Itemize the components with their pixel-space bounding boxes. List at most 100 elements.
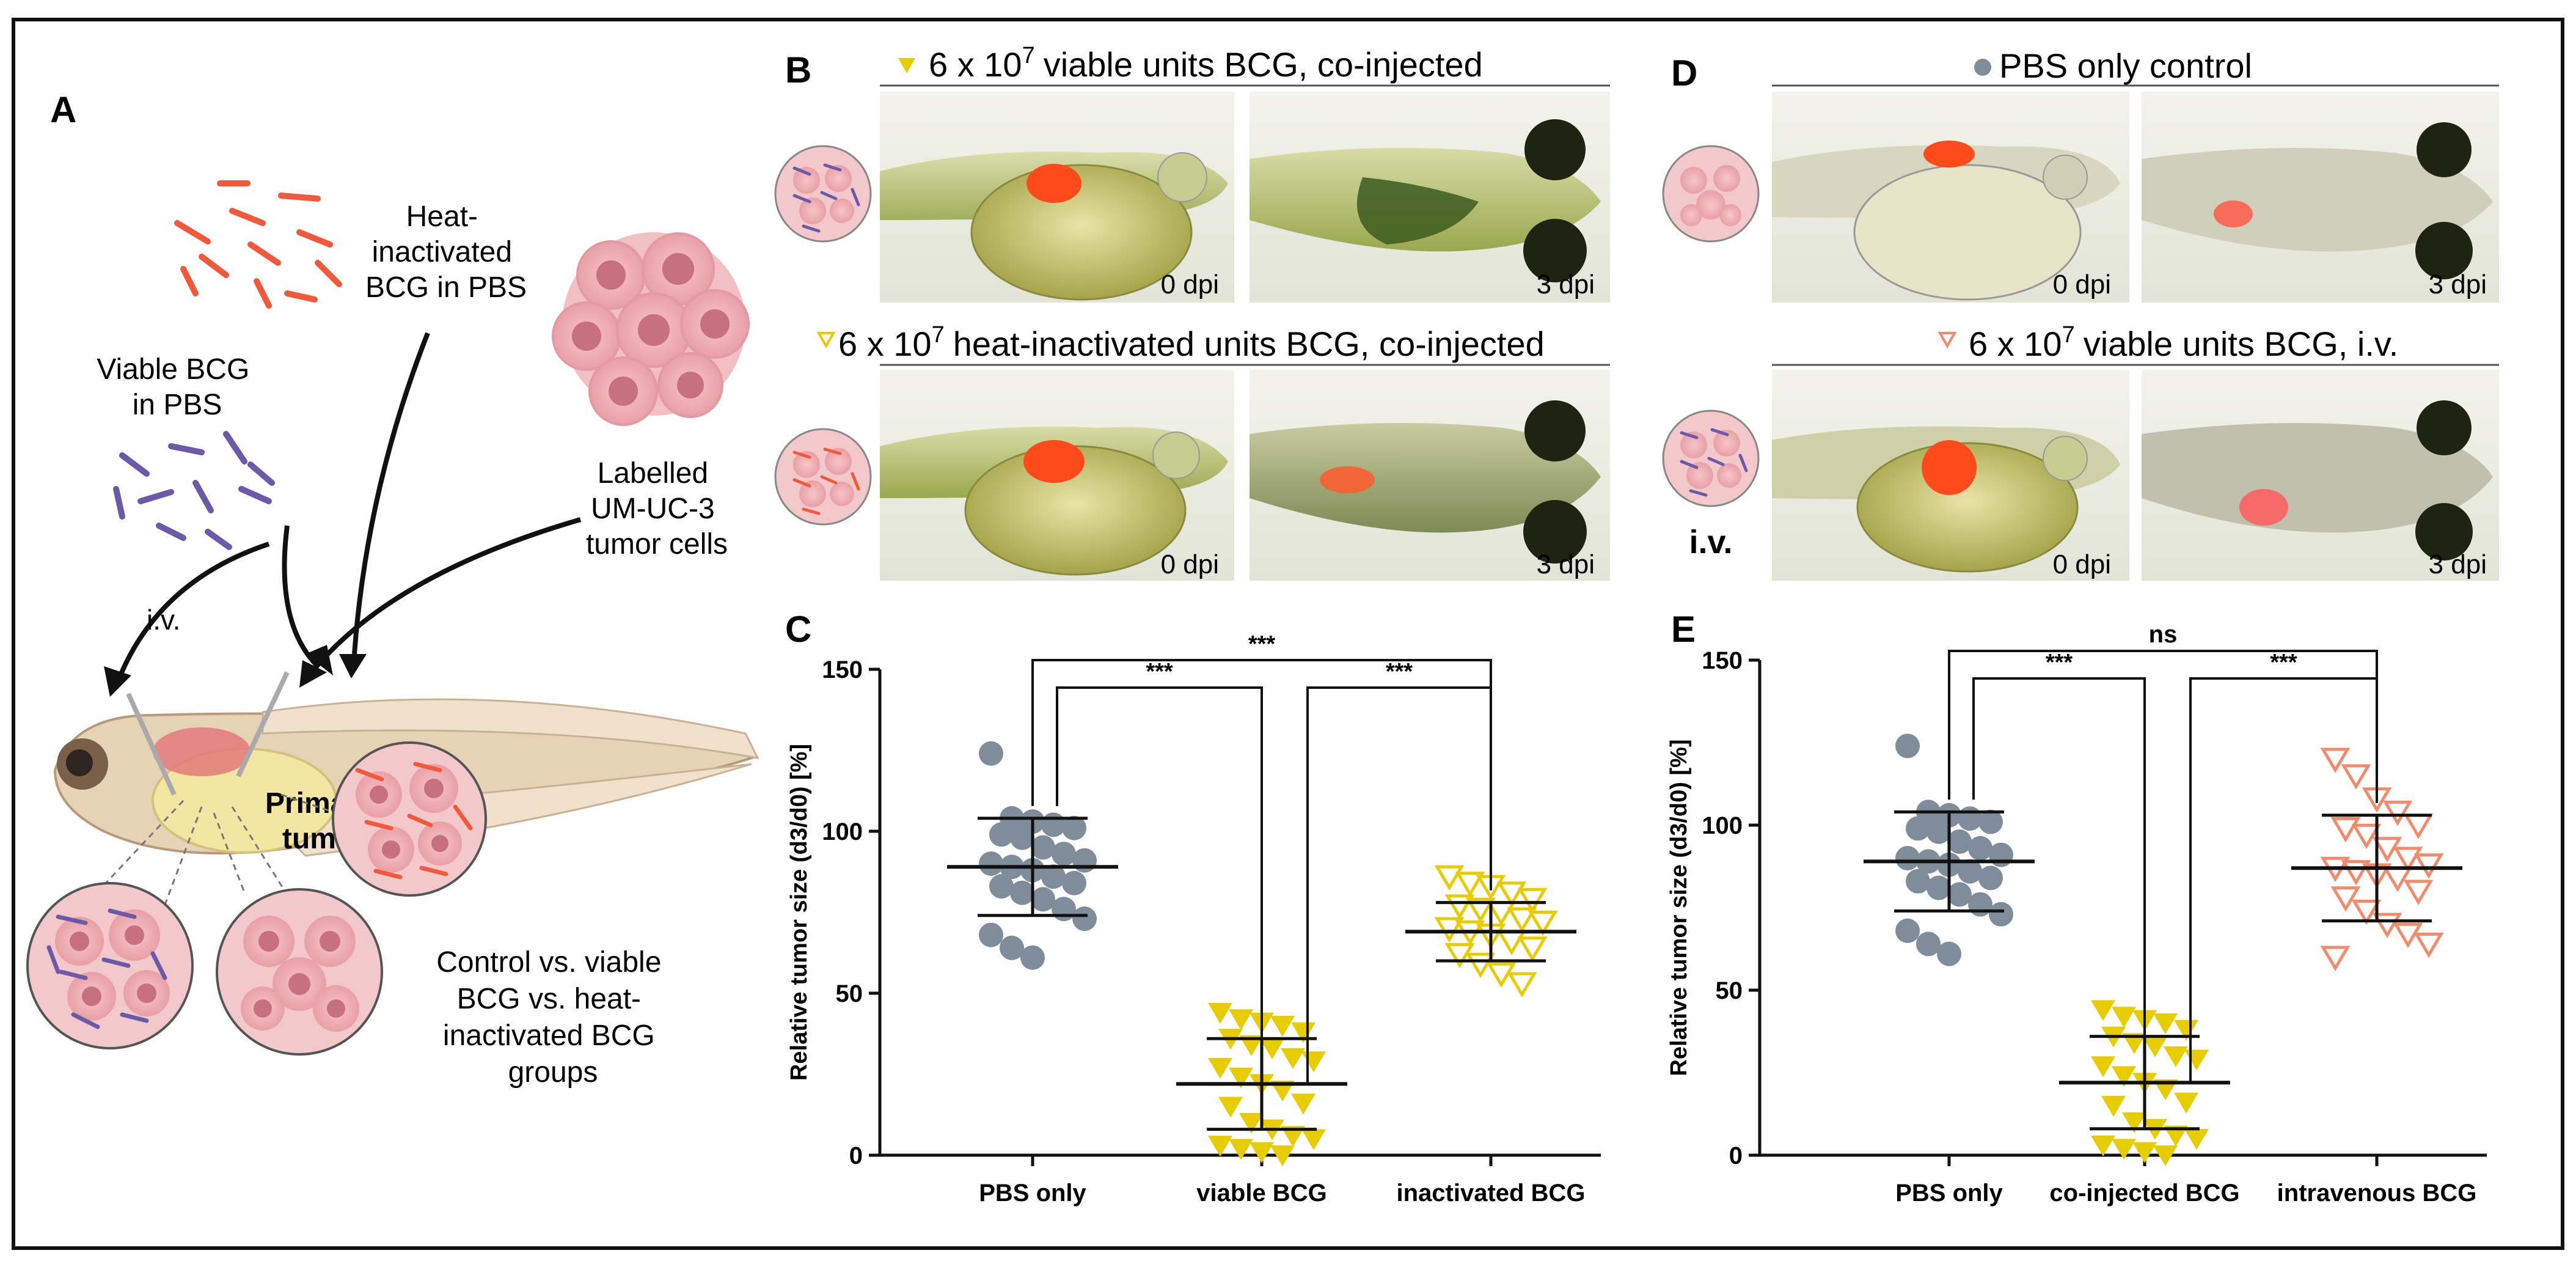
significance-label: *** [1386, 659, 1413, 685]
significance-bracket [1306, 686, 1492, 1084]
category-label: PBS only [979, 1180, 1086, 1207]
data-point [1229, 1067, 1253, 1089]
category-label: co-injected BCG [2049, 1180, 2239, 1207]
data-point [2164, 1125, 2188, 1147]
data-point [1496, 881, 1527, 907]
significance-bracket [2189, 677, 2378, 1083]
panel-b-image-viable-0dpi: 0 dpi [880, 92, 1234, 303]
panel-d-image-iv-0dpi: 0 dpi [1772, 370, 2129, 581]
magnified-tumor-heat-bcg [332, 741, 487, 897]
data-point [1000, 935, 1024, 960]
data-point [1270, 1145, 1295, 1166]
data-point [1947, 882, 1972, 907]
significance-label: *** [1146, 659, 1173, 685]
data-point [2153, 1145, 2178, 1166]
data-point [1434, 917, 1465, 942]
data-point [1916, 931, 1941, 957]
data-point [1465, 952, 1496, 979]
category-label: intravenous BCG [2277, 1180, 2477, 1207]
data-point [2122, 1033, 2146, 1054]
y-tick-label: 50 [1716, 977, 1743, 1004]
data-point [2351, 823, 2382, 850]
category-label: viable BCG [1196, 1180, 1326, 1207]
data-point [2413, 853, 2444, 879]
data-point [1010, 880, 1034, 905]
tumor-iv-bcg-icon [1662, 410, 1760, 507]
data-point [1010, 825, 1034, 850]
iv-label: i.v. [147, 604, 180, 636]
data-point [2382, 800, 2413, 826]
data-point [989, 822, 1014, 847]
y-tick-label: 100 [822, 818, 863, 845]
significance-label: *** [2046, 650, 2073, 675]
data-point [1260, 1038, 1284, 1060]
data-point [1031, 835, 1055, 860]
panel-d-image-pbs-0dpi: 0 dpi [1772, 92, 2129, 303]
dpi-label: 3 dpi [2429, 549, 2487, 579]
data-point [2320, 748, 2351, 773]
data-point [1978, 809, 2003, 834]
data-point [1229, 1139, 1253, 1160]
y-tick-label: 0 [1729, 1142, 1743, 1169]
data-point [1031, 887, 1055, 912]
data-point [1291, 1093, 1315, 1115]
data-point [2101, 1096, 2126, 1117]
data-point [979, 741, 1003, 766]
data-point [1301, 1129, 1326, 1150]
data-point [1989, 902, 2013, 927]
data-point [1927, 875, 1951, 900]
data-point [1208, 1057, 1232, 1079]
data-point [1947, 829, 1972, 854]
data-point [1239, 1035, 1264, 1056]
data-point [2372, 837, 2402, 862]
data-point [2112, 1066, 2136, 1087]
panel-d-row1-title: PBS only control [1999, 46, 2252, 85]
data-point [2413, 932, 2444, 958]
data-point [1270, 1081, 1295, 1101]
data-point [2341, 860, 2371, 886]
viable-bcg-label: Viable BCG in PBS [97, 353, 257, 421]
data-point [1052, 842, 1076, 867]
dashed-guides [84, 793, 355, 906]
data-point [2393, 922, 2423, 949]
data-point [2153, 1013, 2178, 1034]
data-point [1978, 865, 2003, 891]
data-point [1968, 836, 1992, 861]
panel-b-letter: B [785, 50, 811, 90]
data-point [1218, 1097, 1243, 1118]
data-point [2112, 1007, 2136, 1028]
data-point [1465, 897, 1496, 924]
panel-a-letter: A [50, 89, 76, 130]
data-point [1208, 1002, 1232, 1024]
dpi-label: 3 dpi [1537, 270, 1595, 299]
data-point [1041, 864, 1066, 889]
data-point [1958, 806, 1982, 831]
data-point [1989, 842, 2013, 867]
panel-b-image-heat-3dpi: 3 dpi [1250, 370, 1610, 581]
panel-c-letter: C [785, 609, 811, 650]
tumor-cells-label: Labelled UM-UC-3 tumor cells [586, 457, 728, 560]
data-point [1072, 848, 1097, 873]
data-point [2143, 1036, 2167, 1057]
data-point [1937, 941, 1961, 966]
heat-inactivated-bcg-icon [174, 180, 342, 309]
data-point [2122, 1112, 2146, 1133]
data-point [1927, 819, 1951, 844]
magnified-tumor-control [216, 888, 383, 1056]
data-point [2091, 1056, 2115, 1078]
data-point [1455, 872, 1485, 897]
data-point [2091, 1135, 2115, 1156]
category-label: inactivated BCG [1397, 1180, 1586, 1207]
data-point [2174, 1020, 2198, 1041]
iv-bcg-marker-icon [1937, 332, 1957, 349]
viable-bcg-marker-icon [898, 58, 915, 73]
significance-bracket [1056, 686, 1263, 1084]
data-point [1958, 859, 1982, 884]
data-point [1444, 894, 1475, 920]
viable-bcg-icon [113, 431, 275, 550]
data-point [1517, 936, 1548, 962]
